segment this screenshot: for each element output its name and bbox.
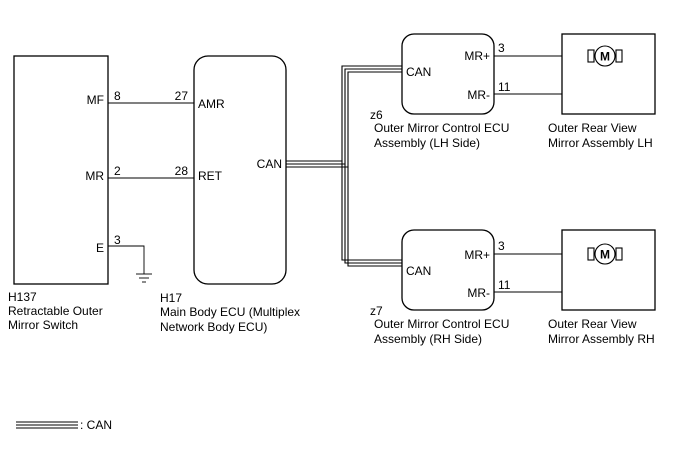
- rh-ecu-box: [401, 229, 495, 311]
- ground-wire: [108, 245, 145, 274]
- switch-name-line2: Mirror Switch: [8, 318, 78, 332]
- rh-wire-num-mrm: 11: [498, 278, 511, 292]
- switch-name-line1: Retractable Outer: [8, 304, 103, 318]
- rh-ecu-pin-can: CAN: [406, 264, 431, 278]
- lh-wire-num-mrm: 11: [498, 80, 511, 94]
- main-ecu-code: H17: [160, 291, 182, 305]
- lh-ecu-pin-mrm: MR-: [467, 88, 490, 102]
- rh-wire-num-mrp: 3: [498, 239, 505, 253]
- can-bus-lines: [286, 65, 402, 267]
- wire-num-mf: 8: [114, 89, 121, 103]
- rh-motor-label: M: [600, 248, 610, 262]
- main-ecu-pin-can: CAN: [257, 157, 282, 171]
- lh-mirror-box: [561, 33, 656, 115]
- ground-num-e: 3: [114, 233, 121, 247]
- lh-wire-num-mrp: 3: [498, 41, 505, 55]
- switch-pin-e: E: [96, 241, 104, 255]
- rh-ecu-pin-mrm: MR-: [467, 286, 490, 300]
- rh-mirror-name-line1: Outer Rear View: [548, 317, 637, 331]
- lh-ecu-name-line1: Outer Mirror Control ECU: [374, 121, 509, 135]
- legend-label: : CAN: [80, 418, 112, 432]
- lh-ecu-name-line2: Assembly (LH Side): [374, 136, 480, 150]
- rh-motor-icon: M: [587, 243, 623, 265]
- lh-ecu-code: z6: [370, 108, 383, 122]
- lh-motor-icon: M: [587, 45, 623, 67]
- switch-code: H137: [8, 290, 37, 304]
- lh-mirror-name-line1: Outer Rear View: [548, 121, 637, 135]
- wire-num-amr: 27: [175, 89, 189, 103]
- legend-can-symbol: [16, 421, 78, 429]
- wire-num-ret: 28: [175, 164, 189, 178]
- lh-ecu-box: [401, 33, 495, 115]
- wire-num-mr: 2: [114, 164, 121, 178]
- main-ecu-name-line2: Network Body ECU): [160, 320, 267, 334]
- rh-ecu-code: z7: [370, 304, 383, 318]
- lh-ecu-pin-mrp: MR+: [464, 49, 490, 63]
- rh-ecu-name-line2: Assembly (RH Side): [374, 332, 482, 346]
- lh-motor-label: M: [600, 50, 610, 64]
- switch-box: [13, 55, 109, 285]
- main-ecu-box: [193, 55, 287, 285]
- main-ecu-name-line1: Main Body ECU (Multiplex: [160, 305, 300, 319]
- rh-ecu-pin-mrp: MR+: [464, 248, 490, 262]
- switch-pin-mf: MF: [87, 93, 104, 107]
- rh-mirror-box: [561, 229, 656, 311]
- rh-ecu-name-line1: Outer Mirror Control ECU: [374, 317, 509, 331]
- lh-ecu-pin-can: CAN: [406, 65, 431, 79]
- rh-mirror-name-line2: Mirror Assembly RH: [548, 332, 655, 346]
- main-ecu-pin-amr: AMR: [198, 97, 225, 111]
- switch-pin-mr: MR: [85, 169, 104, 183]
- lh-mirror-name-line2: Mirror Assembly LH: [548, 136, 653, 150]
- ground-icon: [136, 273, 152, 283]
- main-ecu-pin-ret: RET: [198, 169, 223, 183]
